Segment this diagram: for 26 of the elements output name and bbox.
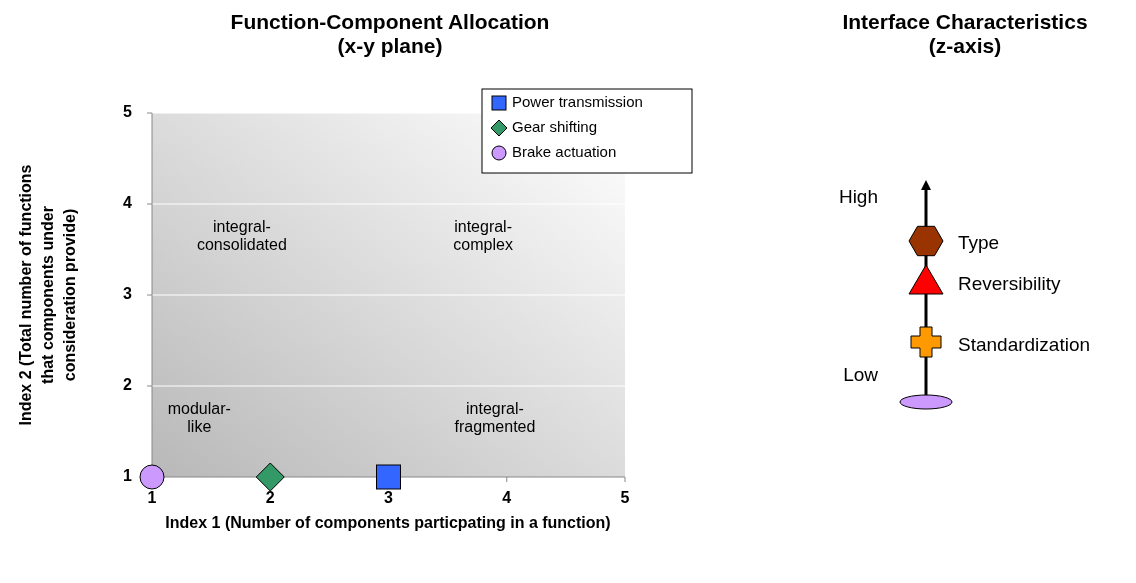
tick-label: 4 xyxy=(122,194,132,212)
section-title: Interface Characteristics (z-axis) xyxy=(841,10,1089,58)
region-label: modular-like xyxy=(166,400,232,437)
tick-label: 1 xyxy=(146,489,158,507)
legend-label: Power transmission xyxy=(512,93,643,110)
axis-title: Index 2 (Total number of functions that components under consideration provide) xyxy=(16,163,79,428)
tick-label: 1 xyxy=(122,467,132,485)
axis-end-label: Low xyxy=(842,364,878,386)
region-label: integral-consolidated xyxy=(195,218,288,255)
characteristic-label: Type xyxy=(958,232,1000,254)
tick-label: 2 xyxy=(264,489,276,507)
tick-label: 2 xyxy=(122,376,132,394)
tick-label: 5 xyxy=(619,489,631,507)
region-label: integral-complex xyxy=(452,218,514,255)
tick-label: 3 xyxy=(383,489,394,507)
region-label: integral-fragmented xyxy=(453,400,537,437)
legend-label: Brake actuation xyxy=(512,143,617,160)
tick-label: 5 xyxy=(122,103,132,121)
chart-title: Function-Component Allocation (x-y plane) xyxy=(229,10,551,58)
axis-title: Index 1 (Number of components particpating in a function) xyxy=(164,513,612,533)
characteristic-label: Standardization xyxy=(958,334,1091,356)
legend-label: Gear shifting xyxy=(512,118,598,135)
tick-label: 4 xyxy=(501,489,513,507)
tick-label: 3 xyxy=(122,285,132,303)
axis-end-label: High xyxy=(837,186,878,208)
characteristic-label: Reversibility xyxy=(958,273,1061,295)
